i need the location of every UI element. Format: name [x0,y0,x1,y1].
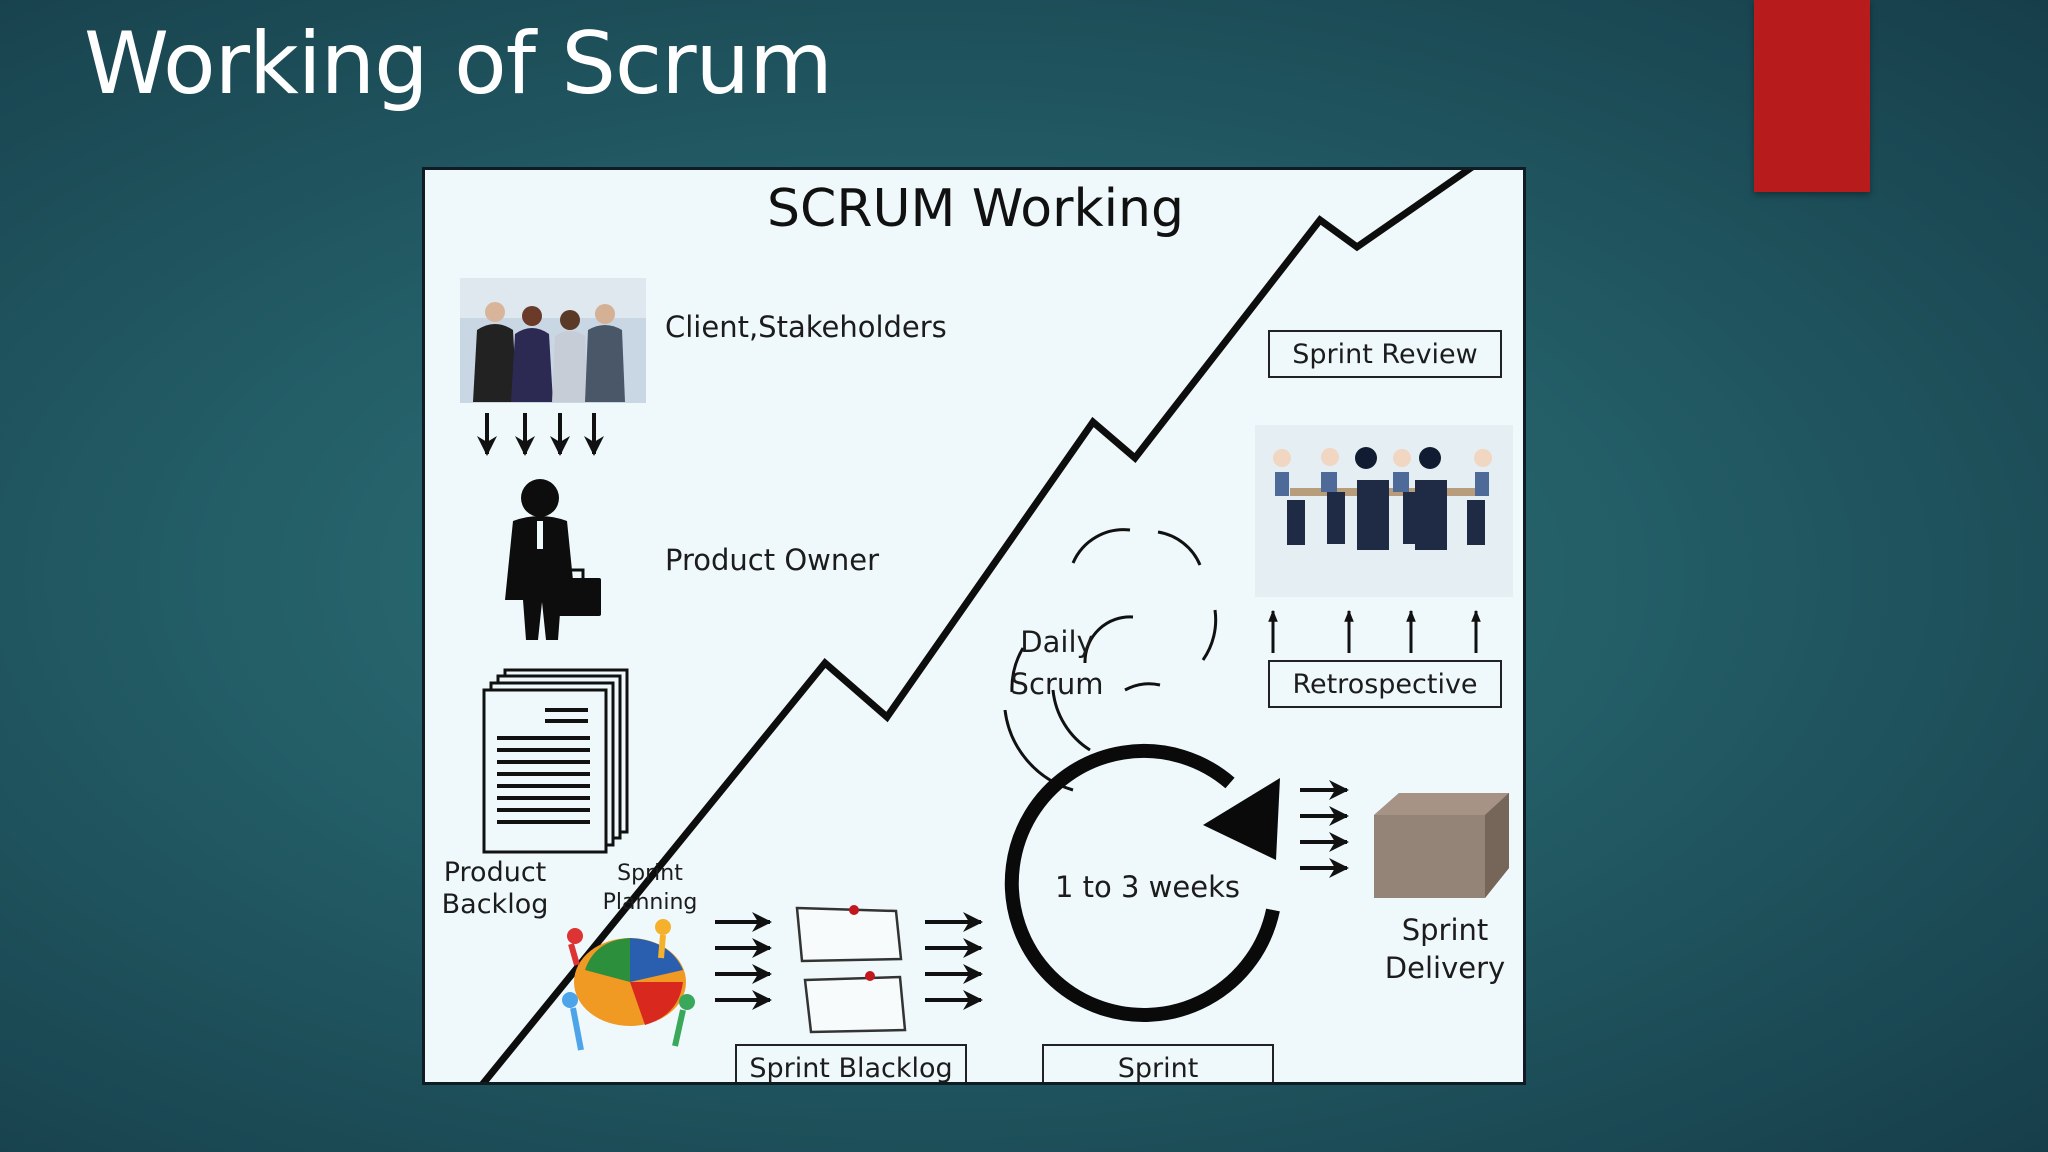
stakeholders-photo [460,278,646,403]
sprint-review-box: Sprint Review [1268,330,1502,378]
puzzle-team-icon [562,919,695,1051]
accent-bar [1754,0,1870,192]
backlog-in-arrows-icon [715,912,772,1010]
product-backlog-label: Product Backlog [441,857,549,921]
rising-trend-line [479,170,1474,1082]
meeting-icon [1255,425,1513,597]
sprint-backlog-box: Sprint Blacklog [735,1044,967,1082]
product-owner-label: Product Owner [665,543,880,577]
daily-scrum-label: Daily Scrum [1010,625,1104,702]
documents-icon [482,668,629,854]
sticky-notes-icon [795,905,907,1034]
stakeholders-label: Client,Stakeholders [665,310,947,344]
up-arrows-icon [1268,609,1481,653]
diagram-graphics [460,170,1513,1082]
sprint-delivery-label: Sprint Delivery [1384,913,1506,985]
product-owner-icon [505,479,601,640]
sprint-planning-label: Sprint Planning [602,861,698,915]
cycle-arrow-icon [1004,743,1280,1022]
box-icon [1374,793,1509,898]
diagram-title: SCRUM Working [767,179,1184,239]
sprint-duration-label: 1 to 3 weeks [1055,870,1240,904]
sprint-box: Sprint [1042,1044,1274,1082]
slide-title: Working of Scrum [84,14,833,114]
backlog-out-arrows-icon [925,912,983,1010]
retrospective-box: Retrospective [1268,660,1502,708]
delivery-arrows-icon [1300,780,1349,878]
scrum-diagram-panel: SCRUM Working Client,Stakeholders Produc… [422,167,1526,1085]
down-arrows-icon [477,413,604,456]
